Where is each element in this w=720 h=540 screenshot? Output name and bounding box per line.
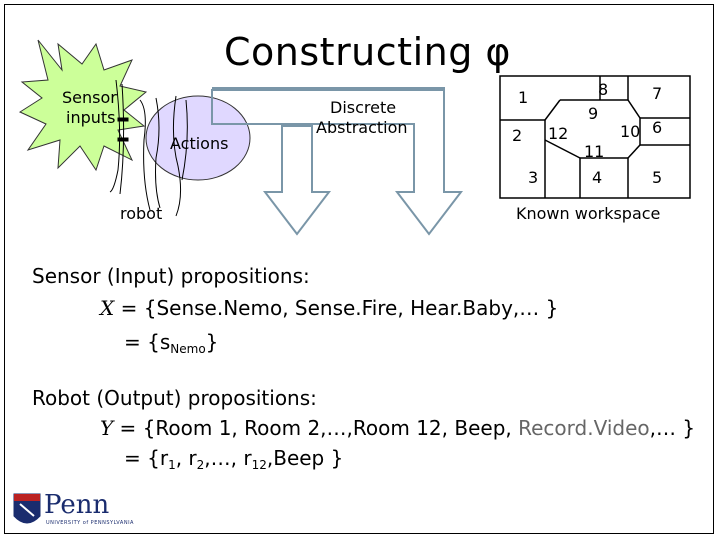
sensor-burst-shape: [18, 39, 148, 172]
sensor-props-set: X = {Sense.Nemo, Sense.Fire, Hear.Baby,……: [100, 296, 558, 320]
room-number: 1: [518, 88, 529, 107]
robot-eq-sub3: 12: [251, 458, 267, 472]
robot-props-set: Y = {Room 1, Room 2,…,Room 12, Beep, Rec…: [100, 416, 695, 440]
sensor-set-text: = {Sense.Nemo, Sense.Fire, Hear.Baby,… }: [114, 296, 559, 320]
actions-ellipse: [145, 95, 251, 181]
room-number: 2: [512, 126, 523, 145]
room-number: 12: [548, 124, 569, 143]
room-number: 5: [652, 168, 663, 187]
actions-label: Actions: [170, 134, 229, 153]
room-number: 9: [588, 104, 599, 123]
penn-shield-icon: [13, 493, 41, 524]
robot-set-prefix: = {Room 1, Room 2,…,Room 12, Beep,: [113, 416, 519, 440]
robot-props-heading: Robot (Output) propositions:: [32, 386, 317, 410]
abstraction-line2: Abstraction: [316, 118, 408, 137]
room-number: 6: [652, 118, 663, 137]
room-number: 3: [528, 168, 539, 187]
penn-logo-text: Penn: [44, 490, 110, 520]
room-number: 11: [584, 142, 605, 161]
robot-var: Y: [100, 416, 114, 440]
robot-eq-prefix: = {r: [124, 446, 169, 470]
sensor-props-heading: Sensor (Input) propositions:: [32, 264, 310, 288]
robot-eq-suffix: ,Beep }: [266, 446, 344, 470]
robot-props-eq: = {r1, r2,…, r12,Beep }: [124, 446, 343, 472]
workspace-label: Known workspace: [516, 204, 661, 223]
sensor-label-line1: Sensor: [62, 88, 117, 107]
robot-sketch: [109, 79, 188, 217]
down-arrow-left: [262, 125, 332, 236]
sensor-props-eq: = {sNemo}: [124, 330, 218, 356]
slide-frame: [4, 4, 714, 534]
abstraction-line1: Discrete: [330, 98, 397, 117]
room-number: 4: [592, 168, 603, 187]
robot-eq-mid1: , r: [175, 446, 197, 470]
room-number: 8: [598, 80, 609, 99]
sensor-eq-prefix: = {s: [124, 330, 171, 354]
sensor-label-line2: inputs: [66, 108, 116, 127]
workspace-map: [499, 75, 691, 199]
sensor-eq-sub: Nemo: [170, 342, 206, 356]
robot-set-grey: Record.Video: [518, 416, 650, 440]
robot-eq-sub2: 2: [196, 458, 205, 472]
sensor-var: X: [100, 296, 115, 320]
penn-logo-caption: UNIVERSITY of PENNSYLVANIA: [46, 520, 134, 526]
page-title: Constructing φ: [224, 30, 511, 74]
robot-label: robot: [120, 204, 163, 223]
room-number: 7: [652, 84, 663, 103]
robot-eq-mid2: ,…, r: [204, 446, 252, 470]
robot-eq-sub1: 1: [168, 458, 176, 472]
sensor-eq-suffix: }: [205, 330, 219, 354]
bent-arrow-top: [212, 87, 464, 236]
room-number: 10: [620, 122, 641, 141]
robot-set-suffix: ,… }: [649, 416, 696, 440]
